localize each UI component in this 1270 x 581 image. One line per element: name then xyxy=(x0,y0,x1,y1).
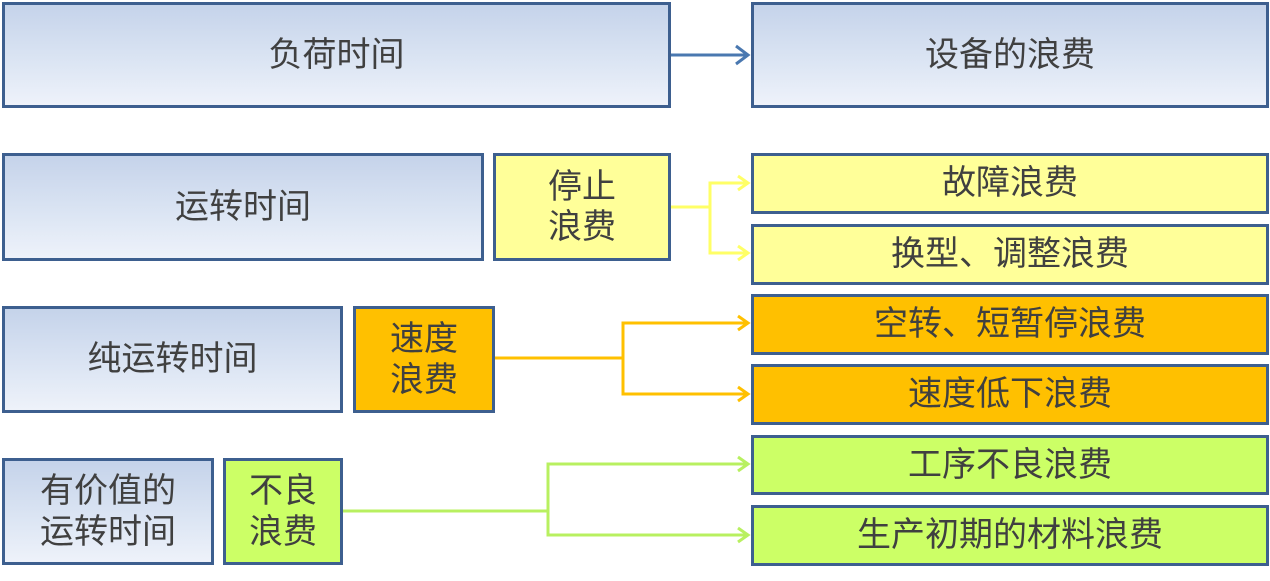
speed-reduction-waste-box: 速度低下浪费 xyxy=(751,364,1269,425)
operating-time-box: 运转时间 xyxy=(2,153,484,261)
bracket-defect-waste xyxy=(343,455,751,544)
bracket-stop-waste xyxy=(671,174,751,262)
startup-material-waste-box: 生产初期的材料浪费 xyxy=(751,505,1269,566)
process-defect-waste-box: 工序不良浪费 xyxy=(751,435,1269,495)
defect-waste-box: 不良 浪费 xyxy=(223,458,343,565)
changeover-waste-box: 换型、调整浪费 xyxy=(751,224,1269,285)
valuable-operating-time-box: 有价值的 运转时间 xyxy=(2,458,214,565)
bracket-speed-waste xyxy=(495,314,751,403)
speed-waste-box: 速度 浪费 xyxy=(353,306,495,413)
load-time-box: 负荷时间 xyxy=(2,2,671,108)
breakdown-waste-box: 故障浪费 xyxy=(751,153,1269,214)
arrow-load-to-equipment xyxy=(671,44,751,66)
idle-stop-waste-box: 空转、短暂停浪费 xyxy=(751,294,1269,355)
net-operating-time-box: 纯运转时间 xyxy=(2,306,343,413)
equipment-waste-box: 设备的浪费 xyxy=(751,2,1269,108)
stop-waste-box: 停止 浪费 xyxy=(493,153,671,261)
